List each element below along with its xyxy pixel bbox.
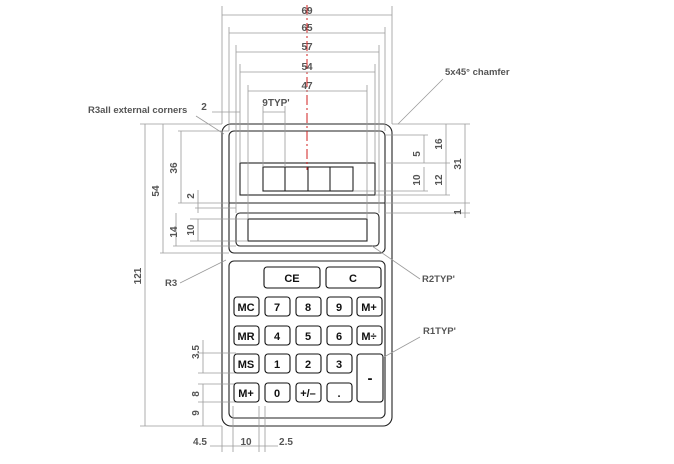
key-4[interactable]: 4 (264, 325, 291, 346)
dim-1: 1 (453, 209, 464, 215)
dim-10-left: 10 (186, 224, 197, 236)
key-dimensions: 3.5 8 9 (191, 340, 236, 426)
key-decimal-label: . (337, 388, 340, 400)
key-ms[interactable]: MS (233, 353, 260, 374)
dim-10-right: 10 (412, 174, 423, 186)
side-callouts: R3 R2TYP' R1TYP' (165, 245, 456, 358)
key-mc[interactable]: MC (233, 296, 260, 317)
dim-10-bottom: 10 (240, 437, 252, 448)
key-2[interactable]: 2 (295, 353, 322, 374)
key-0[interactable]: 0 (264, 382, 291, 403)
chamfer-note: 5x45° chamfer (445, 67, 510, 78)
dim-14: 14 (169, 226, 180, 238)
key-mr-label: MR (237, 331, 254, 343)
dim-4-5: 4.5 (193, 437, 207, 448)
dim-121: 121 (133, 267, 144, 284)
keypad-panel (228, 260, 386, 419)
calculator-body-outer (221, 123, 393, 427)
dim-57: 57 (301, 42, 313, 53)
left-dimensions: 121 54 36 2 14 10 (133, 123, 248, 427)
dim-2-left: 2 (186, 193, 197, 199)
display-frame (235, 212, 380, 247)
dim-5: 5 (412, 151, 423, 157)
dim-65: 65 (301, 23, 313, 34)
r3-external-note: R3all external corners (88, 105, 187, 116)
dim-9: 9 (191, 410, 202, 416)
key-c-label: C (349, 273, 357, 285)
dim-2-5: 2.5 (279, 437, 293, 448)
top-dimensions: 69 65 57 54 47 9TYP' 2 (201, 6, 393, 219)
key-9[interactable]: 9 (326, 296, 353, 317)
key-7-label: 7 (274, 302, 280, 314)
key-mr[interactable]: MR (233, 325, 260, 346)
key-1-label: 1 (274, 359, 280, 371)
key-plus-minus[interactable]: +/– (295, 382, 322, 403)
key-1[interactable]: 1 (264, 353, 291, 374)
key-minus[interactable]: - (356, 353, 384, 403)
r1typ-label: R1TYP' (423, 326, 456, 337)
key-plus-minus-label: +/– (300, 388, 316, 400)
dim-12: 12 (434, 174, 445, 186)
right-dimensions: 31 16 5 12 10 1 (353, 123, 470, 218)
key-3-label: 3 (336, 359, 342, 371)
key-ce-label: CE (284, 273, 299, 285)
key-6-label: 6 (336, 331, 342, 343)
key-9-label: 9 (336, 302, 342, 314)
key-8-label: 8 (305, 302, 311, 314)
key-decimal[interactable]: . (326, 382, 353, 403)
key-ce[interactable]: CE (263, 266, 321, 289)
key-m-divide-label: M÷ (361, 331, 376, 343)
dim-9typ: 9TYP' (262, 98, 289, 109)
dim-69: 69 (301, 6, 313, 17)
key-minus-label: - (368, 370, 373, 387)
key-m-plus-top[interactable]: M+ (356, 296, 383, 317)
dim-2-top: 2 (201, 102, 207, 113)
key-2-label: 2 (305, 359, 311, 371)
dim-47: 47 (301, 81, 313, 92)
dim-36: 36 (169, 162, 180, 174)
key-m-plus-bottom-label: M+ (238, 388, 254, 400)
key-0-label: 0 (274, 388, 280, 400)
dim-16: 16 (434, 138, 445, 150)
key-5-label: 5 (305, 331, 311, 343)
key-8[interactable]: 8 (295, 296, 322, 317)
r3-label: R3 (165, 278, 177, 289)
display-screen (247, 218, 368, 242)
key-mc-label: MC (237, 302, 254, 314)
bottom-dimensions: 4.5 10 2.5 (193, 406, 293, 452)
key-6[interactable]: 6 (326, 325, 353, 346)
key-m-plus-bottom[interactable]: M+ (233, 382, 260, 403)
key-5[interactable]: 5 (295, 325, 322, 346)
dim-31: 31 (453, 158, 464, 170)
r2typ-label: R2TYP' (422, 274, 455, 285)
keypad: CE C MC 7 8 9 M+ MR (233, 266, 384, 403)
key-4-label: 4 (274, 331, 281, 343)
dim-3-5: 3.5 (191, 345, 202, 359)
dim-54: 54 (301, 62, 313, 73)
key-c[interactable]: C (325, 266, 382, 289)
key-m-divide[interactable]: M÷ (356, 325, 383, 346)
dim-54-left: 54 (151, 185, 162, 197)
key-7[interactable]: 7 (264, 296, 291, 317)
key-ms-label: MS (238, 359, 255, 371)
dim-8: 8 (191, 391, 202, 397)
key-3[interactable]: 3 (326, 353, 353, 374)
key-m-plus-top-label: M+ (361, 302, 377, 314)
